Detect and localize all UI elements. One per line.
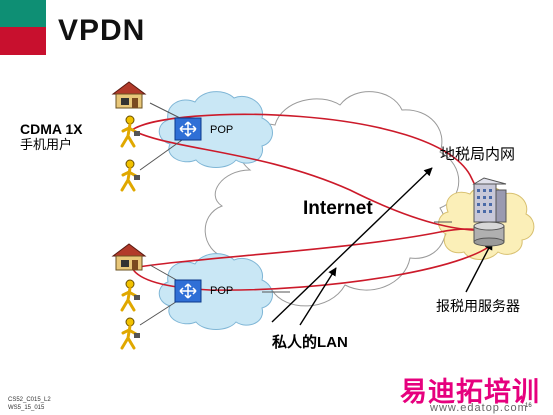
- server-icon: [472, 177, 507, 223]
- tax-server-label: 报税用服务器: [436, 298, 520, 314]
- pop-cloud-top: [158, 91, 273, 168]
- pop-label-top: POP: [210, 124, 234, 136]
- internet-label: Internet: [303, 198, 373, 219]
- footer-code-2: WS5_15_015: [8, 405, 45, 411]
- private-lan-label: 私人的LAN: [272, 334, 348, 351]
- cdma-label: CDMA 1X: [20, 121, 83, 137]
- mobile-user-icon: [120, 317, 140, 350]
- watermark-url: www.edatop.com: [430, 402, 528, 414]
- router-icon: [174, 279, 202, 303]
- pop-cloud-bottom: [158, 253, 273, 330]
- pop-label-bottom: POP: [210, 285, 234, 297]
- arrow-to-tunnel: [299, 267, 337, 326]
- mobile-user-icon: [120, 159, 140, 192]
- footer-code-1: CS52_C015_L2: [8, 397, 51, 403]
- house-icon: [111, 81, 147, 109]
- mobile-user-icon: [120, 115, 140, 148]
- router-icon: [174, 117, 202, 141]
- title-block-top: [0, 0, 46, 27]
- house-icon: [111, 243, 147, 271]
- arrow-to-server: [465, 241, 493, 293]
- title-block-bottom: [0, 27, 46, 55]
- database-icon: [473, 221, 505, 247]
- arrow-to-bureau: [271, 167, 433, 323]
- access-links: [139, 102, 452, 326]
- watermark-brand: 易迪拓培训: [400, 377, 540, 407]
- mobile-user-icon: [120, 279, 140, 312]
- bureau-lan-label: 地税局内网: [440, 146, 516, 163]
- page-title: VPDN: [58, 14, 146, 47]
- cdma-sub-label: 手机用户: [20, 137, 73, 152]
- page-number: 16: [525, 403, 532, 409]
